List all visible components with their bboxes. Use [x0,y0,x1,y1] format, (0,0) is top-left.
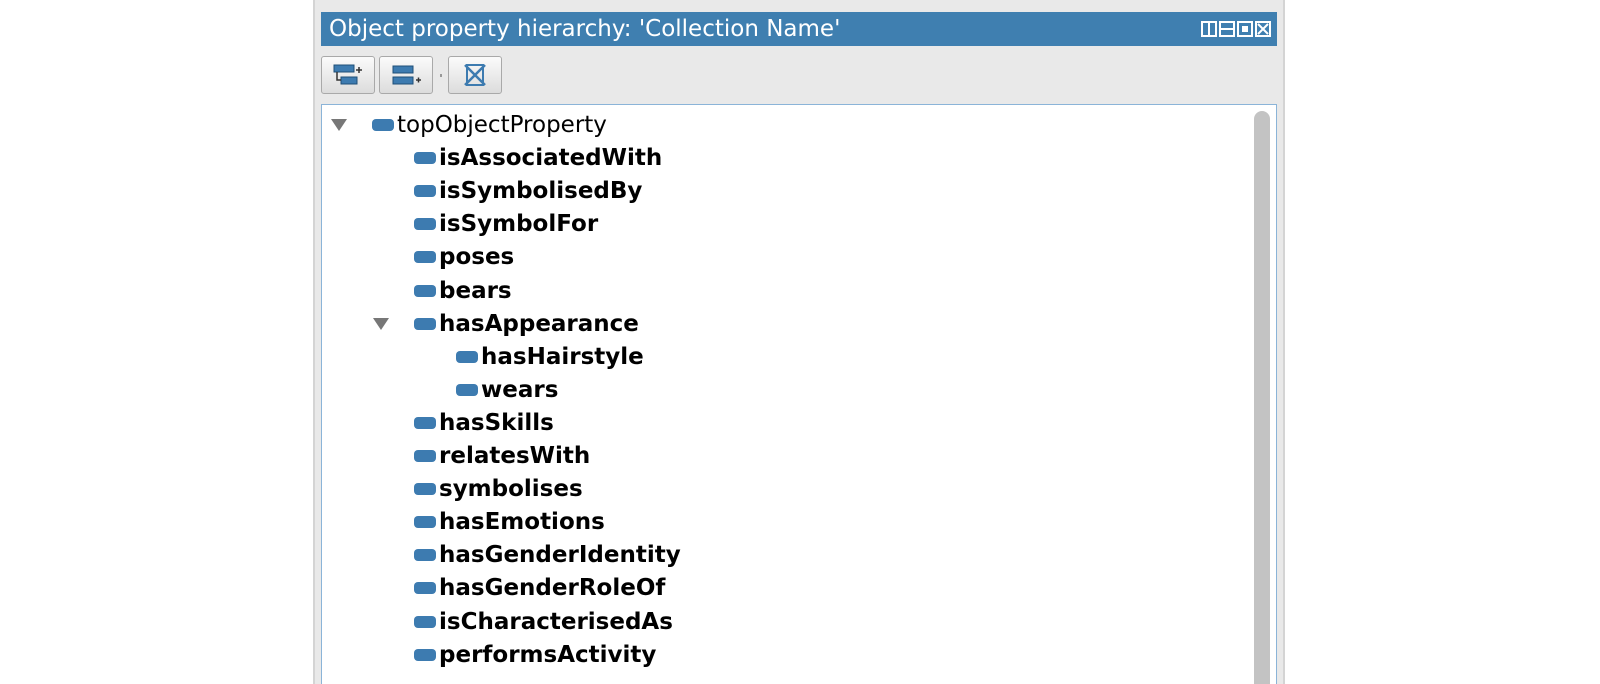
add-sibling-property-button[interactable] [379,56,433,94]
object-property-icon [456,350,478,363]
tree-node[interactable]: hasAppearance [373,308,639,340]
tree-node-label: bears [439,277,512,304]
tree-node-label: topObjectProperty [397,112,607,138]
delete-property-button[interactable] [448,56,502,94]
tree-node-label: isCharacterisedAs [439,608,673,635]
delete-property-icon [464,64,486,86]
tree-node[interactable]: poses [414,241,514,273]
object-property-icon [414,152,436,165]
tree-node-label: poses [439,244,515,271]
split-vertical-icon[interactable] [1201,21,1217,37]
tree-node-label: relatesWith [439,443,591,469]
object-property-icon [414,450,436,462]
tree-node-label: isSymbolisedBy [439,178,643,205]
tree-node-label: hasAppearance [439,310,639,337]
panel-title: Object property hierarchy: 'Collection N… [329,16,841,42]
tree-node[interactable]: isSymbolisedBy [414,175,642,207]
object-property-icon [414,185,436,198]
tree-node[interactable]: performsActivity [414,639,656,671]
tree-node[interactable]: hasGenderIdentity [414,539,681,571]
object-property-icon [414,549,436,562]
maximize-icon[interactable] [1237,21,1253,37]
tree-node-label: wears [481,376,559,403]
tree-node[interactable]: bears [414,275,512,307]
tree-node-label: isAssociatedWith [439,145,663,172]
tree-node-label: hasSkills [439,409,554,436]
object-property-icon [414,218,436,231]
toolbar-separator [440,73,442,77]
tree-node[interactable]: isSymbolFor [414,208,598,240]
tree-node[interactable]: isCharacterisedAs [414,606,673,638]
tree-root-node[interactable]: topObjectProperty [331,109,607,141]
tree-node[interactable]: hasSkills [414,407,554,439]
tree-node-label: hasHairstyle [481,343,644,370]
hierarchy-toolbar [321,55,506,95]
tree-node[interactable]: relatesWith [414,440,590,472]
object-property-icon [414,416,436,429]
add-sub-property-icon [333,64,362,85]
window-controls [1201,21,1271,37]
tree-node-label: performsActivity [439,641,657,668]
expand-toggle-icon[interactable] [373,317,389,330]
object-property-hierarchy-panel: Object property hierarchy: 'Collection N… [313,0,1285,684]
tree-node[interactable]: hasHairstyle [456,341,644,373]
property-tree[interactable]: topObjectProperty isAssociatedWith isSymbo… [321,104,1277,684]
tree-node-label: symbolises [439,476,583,503]
split-horizontal-icon[interactable] [1219,21,1235,37]
object-property-icon [414,582,436,595]
object-property-icon [414,615,436,628]
object-property-icon [414,516,436,529]
tree-node-label: isSymbolFor [439,211,599,238]
tree-node-label: hasGenderIdentity [439,542,681,569]
tree-node[interactable]: wears [456,374,558,406]
expand-toggle-icon[interactable] [331,119,347,131]
panel-title-bar: Object property hierarchy: 'Collection N… [321,12,1277,46]
tree-node[interactable]: hasGenderRoleOf [414,572,665,604]
tree-node[interactable]: hasEmotions [414,506,605,538]
tree-node-label: hasGenderRoleOf [439,575,666,602]
object-property-icon [414,483,436,496]
object-property-icon [414,251,436,264]
object-property-icon [372,119,394,131]
tree-node[interactable]: symbolises [414,473,583,505]
add-sub-property-button[interactable] [321,56,375,94]
vertical-scrollbar[interactable] [1254,111,1270,684]
object-property-icon [414,648,436,661]
close-icon[interactable] [1255,21,1271,37]
object-property-icon [414,317,436,330]
tree-node-label: hasEmotions [439,509,605,536]
object-property-icon [456,383,478,396]
object-property-icon [414,284,436,297]
tree-node[interactable]: isAssociatedWith [414,142,662,174]
add-sibling-property-icon [392,65,421,85]
